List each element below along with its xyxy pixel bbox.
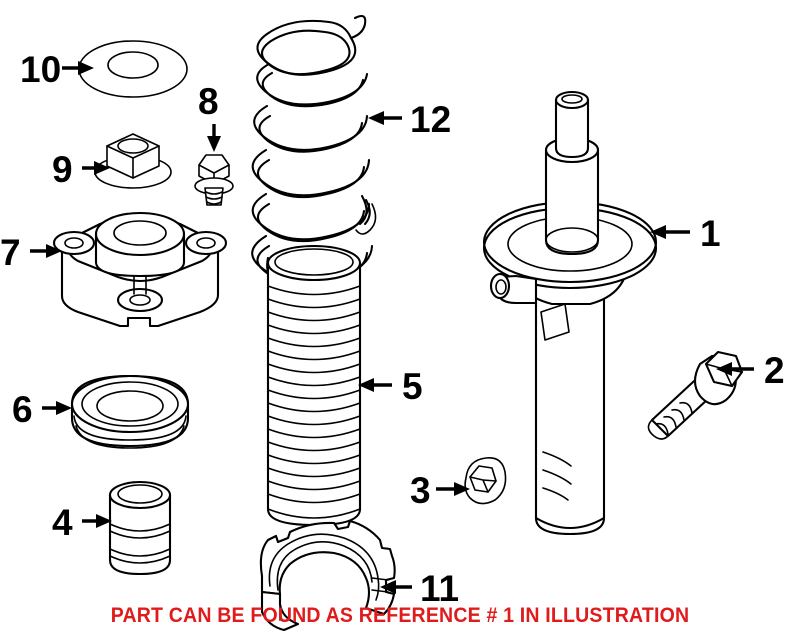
callout-label-10: 10 (20, 49, 61, 90)
part-bump-stop (108, 480, 172, 576)
callout-4: 4 (52, 502, 112, 543)
callout-label-4: 4 (52, 502, 73, 543)
part-strut-bearing (70, 374, 190, 449)
callout-label-11: 11 (420, 568, 459, 609)
callout-5: 5 (358, 366, 423, 407)
callout-label-3: 3 (410, 470, 431, 511)
callout-2: 2 (716, 350, 785, 391)
callout-label-2: 2 (764, 350, 785, 391)
callout-layer: 1 2 3 4 (0, 49, 785, 609)
callout-11: 11 (380, 568, 459, 609)
callout-label-7: 7 (0, 232, 21, 273)
part-strut-mount (52, 211, 228, 328)
callout-label-12: 12 (410, 99, 451, 140)
callout-6: 6 (12, 389, 72, 430)
part-flange-bolt-vertical (194, 154, 234, 206)
part-hex-flange-nut-upper (94, 133, 172, 189)
part-spring-seat-insulator (259, 519, 396, 632)
callout-label-9: 9 (52, 149, 73, 190)
callout-10: 10 (20, 49, 94, 90)
part-washer (78, 40, 188, 98)
callout-12: 12 (368, 99, 451, 140)
part-hex-flange-nut (464, 456, 507, 505)
callout-label-6: 6 (12, 389, 33, 430)
part-strut-assembly (482, 90, 658, 536)
callout-label-5: 5 (402, 366, 423, 407)
callout-1: 1 (650, 213, 721, 254)
part-dust-boot-bellows (266, 244, 362, 527)
callout-label-1: 1 (700, 213, 721, 254)
callout-9: 9 (52, 149, 110, 190)
callout-8: 8 (198, 81, 221, 152)
callout-label-8: 8 (198, 81, 219, 122)
reference-caption: PART CAN BE FOUND AS REFERENCE # 1 IN IL… (110, 604, 690, 627)
callout-7: 7 (0, 232, 62, 273)
callout-3: 3 (410, 470, 470, 511)
